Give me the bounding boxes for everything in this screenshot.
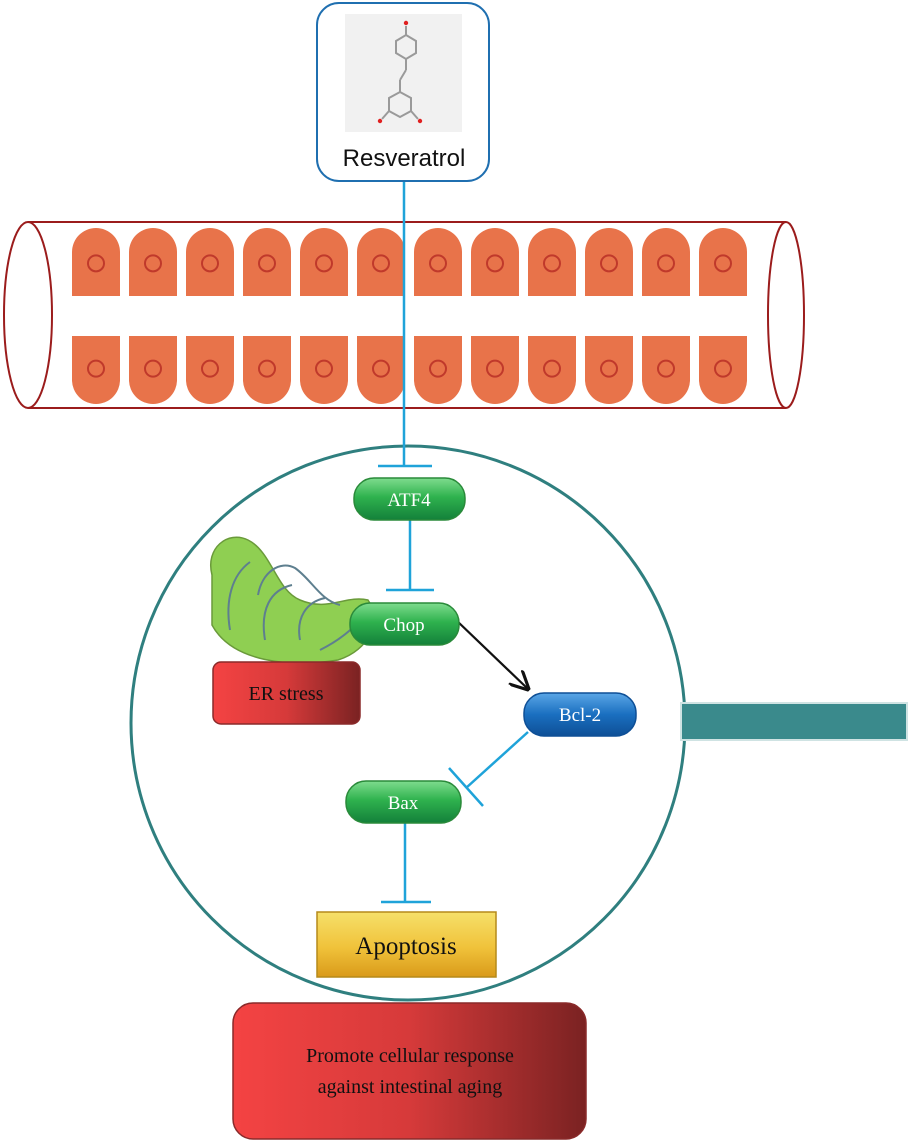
edge-chop-bcl2 (455, 619, 528, 689)
er-icon (209, 536, 375, 664)
villus-nucleus (429, 359, 447, 378)
villus (72, 228, 120, 296)
atf4-label: ATF4 (387, 490, 431, 511)
chop-node: Chop (349, 602, 460, 646)
edge-resveratrol-atf4 (378, 180, 432, 468)
villus-nucleus (714, 359, 732, 378)
resveratrol-structure-bonds (381, 26, 419, 120)
er-stress-box: ER stress (212, 661, 361, 725)
villus-nucleus (486, 359, 504, 378)
tube-left-end (3, 221, 53, 409)
atf4-node: ATF4 (353, 477, 466, 521)
villus (357, 336, 405, 404)
villus (528, 336, 576, 404)
edge-atf4-chop (386, 520, 434, 592)
villus (414, 228, 462, 296)
villus-nucleus (315, 254, 333, 273)
outcome-line-1: Promote cellular response (306, 1045, 514, 1067)
villus-nucleus (543, 254, 561, 273)
villus-nucleus (315, 359, 333, 378)
villus (642, 228, 690, 296)
villus-nucleus (657, 359, 675, 378)
edge-bcl2-bax (448, 731, 529, 807)
bax-label: Bax (388, 793, 419, 814)
villus-nucleus (600, 254, 618, 273)
villus-nucleus (87, 254, 105, 273)
villus-nucleus (714, 254, 732, 273)
villus (528, 228, 576, 296)
villus-nucleus (144, 359, 162, 378)
edge-bax-apoptosis (381, 822, 431, 904)
villus (471, 336, 519, 404)
villus-nucleus (258, 254, 276, 273)
villus (300, 336, 348, 404)
villus (414, 336, 462, 404)
villus (300, 228, 348, 296)
villus (186, 228, 234, 296)
resveratrol-label: Resveratrol (343, 145, 466, 172)
outcome-line-2: against intestinal aging (318, 1076, 502, 1098)
chop-label: Chop (383, 615, 424, 636)
villus-nucleus (429, 254, 447, 273)
villus (585, 228, 633, 296)
villus-nucleus (372, 359, 390, 378)
villus (699, 228, 747, 296)
villus-nucleus (600, 359, 618, 378)
bax-node: Bax (345, 780, 462, 824)
villus (585, 336, 633, 404)
villi-bottom-row (72, 336, 747, 404)
villus (72, 336, 120, 404)
teal-bar (680, 702, 908, 741)
er-stress-label: ER stress (249, 683, 324, 705)
intestine-tube (3, 221, 805, 409)
villus-nucleus (657, 254, 675, 273)
villus (129, 228, 177, 296)
villus-nucleus (201, 254, 219, 273)
bcl2-node: Bcl-2 (523, 692, 637, 737)
villus (699, 336, 747, 404)
villus-nucleus (486, 254, 504, 273)
bcl2-label: Bcl-2 (559, 705, 601, 726)
apoptosis-label: Apoptosis (355, 933, 456, 960)
outcome-box: Promote cellular response against intest… (232, 1002, 587, 1140)
resveratrol-box: Resveratrol (316, 2, 490, 182)
villus (243, 336, 291, 404)
villus-nucleus (372, 254, 390, 273)
apoptosis-box: Apoptosis (316, 911, 497, 978)
villus (357, 228, 405, 296)
villus-nucleus (543, 359, 561, 378)
villus (471, 228, 519, 296)
villus (186, 336, 234, 404)
tube-right-end (767, 221, 805, 409)
villus (243, 228, 291, 296)
villus-nucleus (87, 359, 105, 378)
villus-nucleus (201, 359, 219, 378)
villi-top-row (72, 228, 747, 296)
villus-nucleus (258, 359, 276, 378)
villus-nucleus (144, 254, 162, 273)
villus (642, 336, 690, 404)
villus (129, 336, 177, 404)
